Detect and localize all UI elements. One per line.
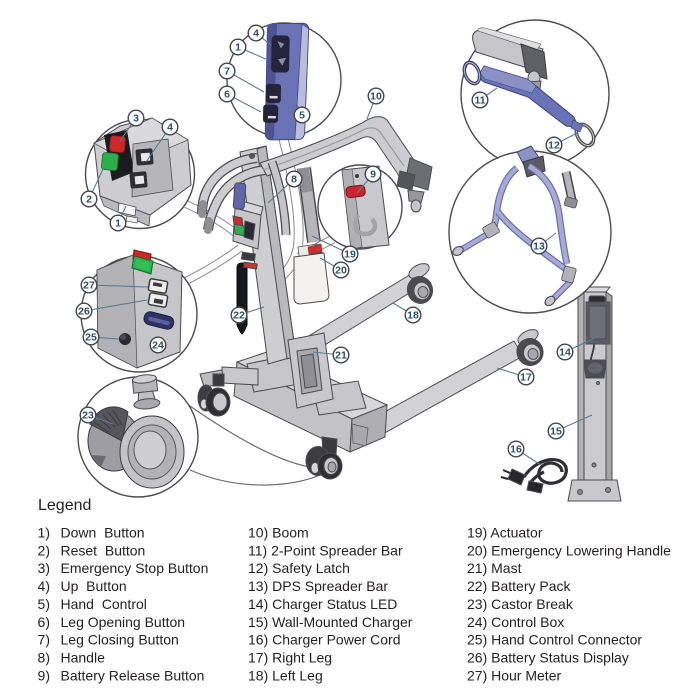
svg-text:12: 12 (548, 140, 560, 152)
svg-text:Leg Opening Button: Leg Opening Button (61, 614, 186, 630)
svg-text:9): 9) (38, 667, 50, 683)
svg-text:20) Emergency Lowering Handle: 20) Emergency Lowering Handle (467, 542, 671, 558)
svg-text:7): 7) (38, 632, 50, 648)
svg-text:17) Right Leg: 17) Right Leg (248, 649, 332, 665)
svg-text:8): 8) (38, 649, 50, 665)
svg-text:4: 4 (253, 28, 259, 40)
svg-text:18) Left Leg: 18) Left Leg (248, 667, 323, 683)
svg-text:24: 24 (152, 340, 164, 352)
svg-text:3: 3 (133, 113, 139, 125)
svg-text:10: 10 (370, 91, 382, 103)
svg-text:Legend: Legend (38, 497, 91, 514)
svg-text:21: 21 (335, 350, 347, 362)
svg-text:15) Wall-Mounted Charger: 15) Wall-Mounted Charger (248, 614, 413, 630)
svg-text:2: 2 (86, 194, 92, 206)
svg-text:22: 22 (233, 310, 245, 322)
svg-text:4): 4) (38, 578, 50, 594)
svg-text:14: 14 (559, 347, 571, 359)
svg-text:6): 6) (38, 614, 50, 630)
svg-text:10) Boom: 10) Boom (248, 525, 309, 541)
svg-text:19) Actuator: 19) Actuator (467, 525, 543, 541)
svg-text:6: 6 (224, 89, 230, 101)
svg-text:2): 2) (38, 542, 50, 558)
svg-text:13: 13 (533, 241, 545, 253)
svg-text:18: 18 (407, 310, 419, 322)
svg-text:16) Charger Power Cord: 16) Charger Power Cord (248, 632, 401, 648)
svg-text:5: 5 (299, 110, 305, 122)
svg-text:27) Hour Meter: 27) Hour Meter (467, 667, 561, 683)
svg-text:27: 27 (83, 280, 95, 292)
svg-text:5): 5) (38, 596, 50, 612)
svg-text:1): 1) (38, 525, 50, 541)
svg-text:23: 23 (82, 410, 94, 422)
svg-text:19: 19 (344, 249, 356, 261)
svg-text:25) Hand Control Connector: 25) Hand Control Connector (467, 632, 642, 648)
svg-text:1: 1 (235, 42, 241, 54)
svg-text:16: 16 (510, 444, 522, 456)
svg-text:22) Battery Pack: 22) Battery Pack (467, 578, 571, 594)
svg-text:17: 17 (520, 372, 532, 384)
svg-text:8: 8 (291, 174, 297, 186)
svg-text:15: 15 (550, 426, 562, 438)
svg-text:26) Battery Status Display: 26) Battery Status Display (467, 649, 629, 665)
svg-text:21) Mast: 21) Mast (467, 560, 522, 576)
svg-text:Emergency Stop Button: Emergency Stop Button (61, 560, 209, 576)
svg-text:4: 4 (167, 122, 173, 134)
svg-text:1: 1 (115, 218, 121, 230)
svg-text:11) 2-Point Spreader Bar: 11) 2-Point Spreader Bar (248, 542, 403, 558)
svg-text:12) Safety Latch: 12) Safety Latch (248, 560, 350, 576)
svg-text:20: 20 (335, 265, 347, 277)
svg-text:Battery Release Button: Battery Release Button (61, 667, 205, 683)
svg-text:Hand Control: Hand Control (61, 596, 147, 612)
svg-text:13) DPS Spreader Bar: 13) DPS Spreader Bar (248, 578, 388, 594)
svg-text:Leg Closing Button: Leg Closing Button (61, 632, 179, 648)
svg-text:Up Button: Up Button (61, 578, 127, 594)
svg-text:9: 9 (370, 169, 376, 181)
svg-text:26: 26 (78, 306, 90, 318)
svg-text:3): 3) (38, 560, 50, 576)
svg-text:Reset Button: Reset Button (61, 542, 146, 558)
svg-text:Handle: Handle (61, 649, 106, 665)
svg-text:Down Button: Down Button (61, 525, 145, 541)
svg-text:23) Castor Break: 23) Castor Break (467, 596, 574, 612)
svg-text:14) Charger Status LED: 14) Charger Status LED (248, 596, 397, 612)
svg-text:25: 25 (85, 332, 97, 344)
svg-text:11: 11 (474, 95, 485, 107)
svg-text:7: 7 (224, 66, 230, 78)
svg-text:24) Control Box: 24) Control Box (467, 614, 564, 630)
